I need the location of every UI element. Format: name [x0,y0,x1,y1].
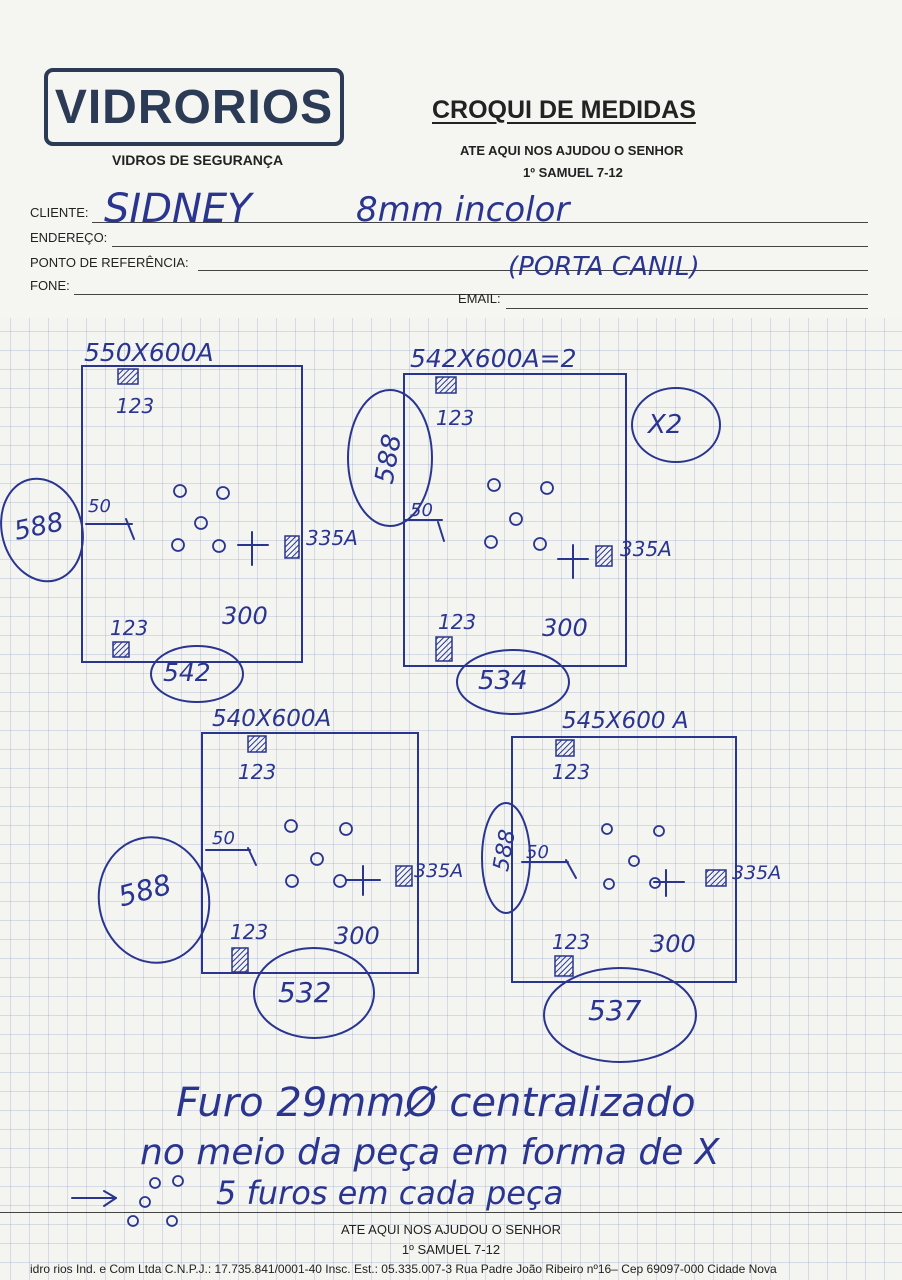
piece-1-bottom-circle [150,645,244,703]
piece-4-lock: 335A [732,862,782,884]
piece-1-outline [81,365,303,663]
piece-1-lock: 335A [306,526,358,550]
piece-4-left-circle [481,802,531,914]
piece-4-lock-offset: 300 [650,930,696,958]
email-label: EMAIL: [458,291,501,306]
piece-4-top-mark: 123 [552,760,591,784]
footer-company-info: idro rios Ind. e Com Ltda C.N.P.J.: 17.7… [30,1262,777,1276]
footer-verse: 1º SAMUEL 7-12 [401,1242,501,1257]
piece-1-size: 550X600A [84,338,214,367]
referencia-note: (PORTA CANIL) [508,252,700,282]
piece-3-lock: 335A [414,860,464,882]
piece-4-bottom-mark: 123 [552,930,591,954]
piece-2-qty-circle [631,387,721,463]
piece-2-bottom: 534 [478,666,528,696]
note-line-2: no meio da peça em forma de X [140,1132,720,1173]
piece-4-bottom: 537 [588,994,642,1027]
company-logo: VIDRORIOS [44,68,344,146]
piece-1-bottom-mark: 123 [110,616,149,640]
piece-2-left-circle [347,389,433,527]
document-title: CROQUI DE MEDIDAS [432,96,696,124]
endereco-label: ENDEREÇO: [30,230,108,245]
piece-2-lock: 335A [620,537,672,561]
piece-3-bottom: 532 [278,976,332,1009]
header-verse: 1º SAMUEL 7-12 [523,165,623,180]
piece-1-top-mark: 123 [116,394,155,418]
piece-2-lock-offset: 300 [542,614,588,642]
piece-3-top-mark: 123 [238,760,277,784]
piece-1-edge: 50 [88,496,111,517]
footer-motto: ATE AQUI NOS AJUDOU O SENHOR [340,1222,562,1237]
header-motto: ATE AQUI NOS AJUDOU O SENHOR [460,143,684,158]
piece-2-size: 542X600A=2 [410,344,577,373]
glass-spec: 8mm incolor [356,190,570,230]
piece-1-lock-offset: 300 [222,602,268,630]
piece-4-bottom-circle [543,967,697,1063]
referencia-label: PONTO DE REFERÊNCIA: [30,255,189,270]
piece-1-left-circle [0,477,84,583]
header-area [0,0,902,318]
cliente-value: SIDNEY [104,186,252,232]
piece-2-bottom-circle [456,649,570,715]
piece-4-edge: 50 [526,842,549,863]
piece-2-edge: 50 [410,500,433,521]
piece-4-size: 545X600 A [562,708,689,734]
fone-line [74,294,868,295]
piece-3-size: 540X600A [212,706,332,732]
note-line-3: 5 furos em cada peça [216,1174,564,1212]
email-line [506,308,868,309]
piece-3-bottom-circle [253,947,375,1039]
piece-2-top-mark: 123 [436,406,475,430]
piece-2-bottom-mark: 123 [438,610,477,634]
note-line-1: Furo 29mmØ centralizado [176,1080,696,1126]
piece-3-edge: 50 [212,828,235,849]
fone-label: FONE: [30,278,70,293]
cliente-line [92,222,868,223]
piece-1-bottom: 542 [163,658,211,687]
piece-4-outline [511,736,737,983]
logo-name: VIDRORIOS [54,80,334,134]
cliente-label: CLIENTE: [30,205,89,220]
footer-divider [0,1212,902,1213]
piece-3-left-circle [97,836,211,964]
piece-3-bottom-mark: 123 [230,920,269,944]
piece-3-lock-offset: 300 [334,922,380,950]
piece-3-outline [201,732,419,974]
piece-2-quantity: X2 [648,410,683,440]
endereco-line [112,246,868,247]
logo-subtitle: VIDROS DE SEGURANÇA [112,152,284,168]
referencia-line [198,270,868,271]
